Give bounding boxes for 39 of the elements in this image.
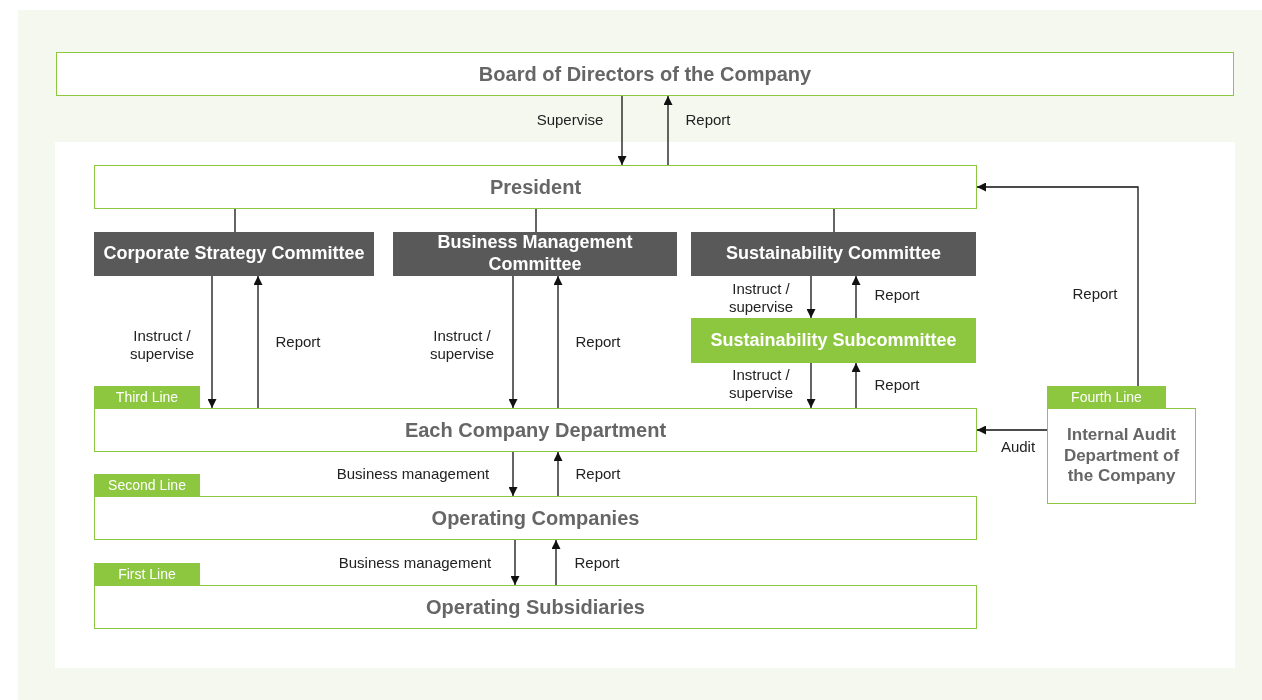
connector-line bbox=[833, 208, 835, 233]
line-tag: Third Line bbox=[94, 386, 200, 408]
arrow bbox=[253, 275, 263, 409]
node-title: Sustainability Committee bbox=[724, 243, 942, 265]
subcommittee-box bbox=[691, 318, 976, 363]
arrow bbox=[617, 95, 627, 166]
arrow bbox=[851, 275, 861, 319]
arrow bbox=[508, 451, 518, 497]
arrow bbox=[806, 275, 816, 319]
node-title: President bbox=[488, 175, 583, 199]
node-title: Board of Directors of the Company bbox=[477, 62, 813, 86]
arrow bbox=[508, 275, 518, 409]
org-box bbox=[94, 165, 977, 209]
org-box bbox=[56, 52, 1234, 96]
arrow bbox=[663, 95, 673, 166]
arrow bbox=[207, 275, 217, 409]
arrow bbox=[510, 539, 520, 586]
line-tag: First Line bbox=[94, 563, 200, 585]
node-title: Each Company Department bbox=[403, 418, 668, 442]
arrow bbox=[976, 182, 1139, 387]
arrow bbox=[553, 451, 563, 497]
connector-line bbox=[234, 208, 236, 233]
arrow bbox=[551, 539, 561, 586]
node-title: Business Management Committee bbox=[436, 232, 634, 276]
node-title: Corporate Strategy Committee bbox=[102, 243, 366, 265]
connector-line bbox=[535, 208, 537, 233]
committee-box bbox=[393, 232, 677, 276]
node-title: Operating Companies bbox=[430, 506, 641, 530]
arrow bbox=[553, 275, 563, 409]
node-title: Internal Audit Department of the Company bbox=[1062, 425, 1181, 487]
line-tag: Second Line bbox=[94, 474, 200, 496]
arrow bbox=[806, 362, 816, 409]
node-title: Operating Subsidiaries bbox=[425, 595, 646, 619]
committee-box bbox=[94, 232, 374, 276]
node-title: Sustainability Subcommittee bbox=[709, 329, 958, 352]
line-tag: Fourth Line bbox=[1047, 386, 1166, 408]
arrow bbox=[851, 362, 861, 409]
arrow bbox=[976, 425, 1048, 435]
committee-box bbox=[691, 232, 976, 276]
